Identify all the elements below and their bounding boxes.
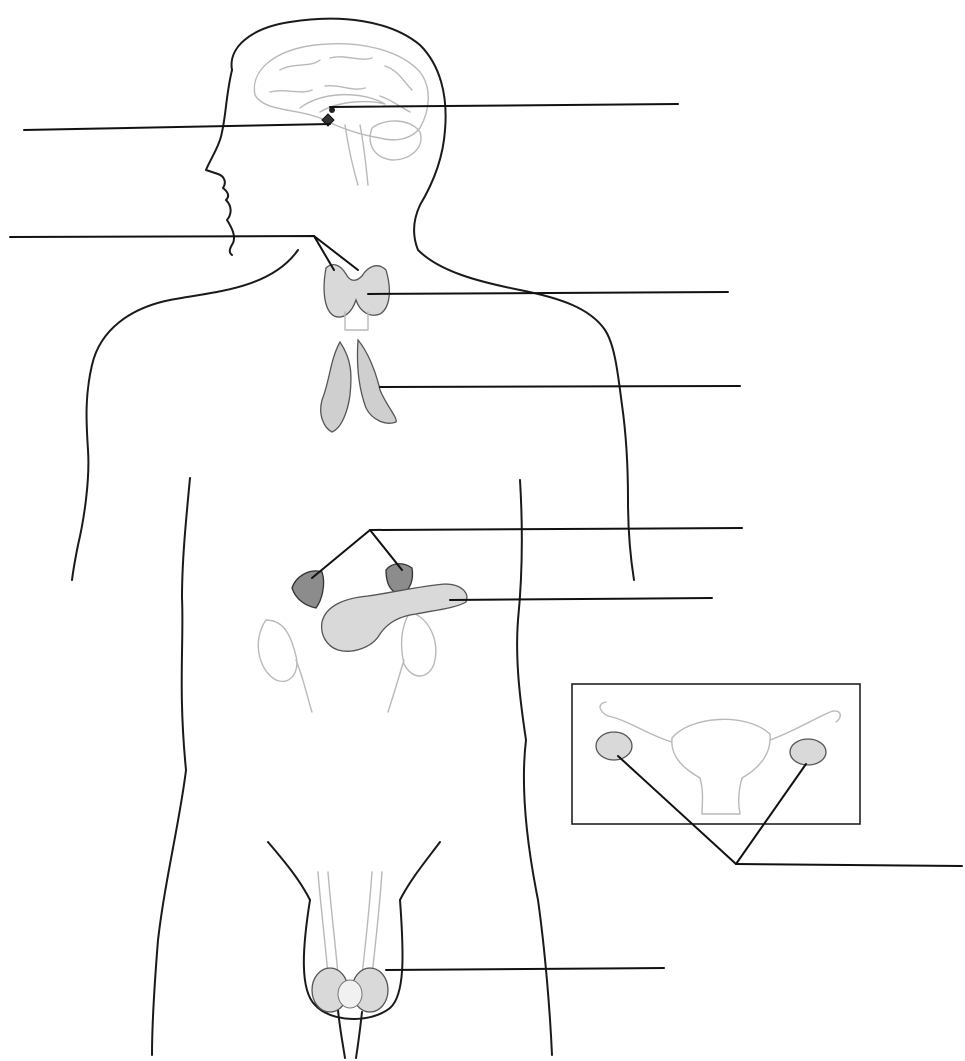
ovary-inset: [572, 684, 860, 824]
trachea: [345, 312, 368, 330]
leader-adrenal: [370, 528, 742, 530]
uterus: [672, 719, 770, 814]
body-silhouette: [72, 19, 634, 1058]
leader-lines: [10, 104, 962, 970]
kidney-left: [258, 620, 297, 681]
ovary-right: [790, 739, 826, 765]
leader-pituitary: [24, 124, 330, 130]
leader-thyroid: [368, 292, 728, 294]
pancreas-group: [322, 584, 467, 651]
face-profile: [206, 70, 234, 255]
ureter-left: [296, 660, 312, 712]
leader-thymus: [380, 386, 740, 387]
adrenal-left: [292, 571, 324, 608]
leader-hypothalamus: [330, 104, 678, 107]
head-outline: [232, 19, 634, 580]
ovary-left: [596, 732, 632, 760]
leader-ovary-right: [736, 764, 806, 864]
brain-corpus-callosum: [300, 95, 385, 112]
groin-left: [268, 842, 310, 900]
thymus-right-lobe: [357, 340, 396, 423]
brain-stem: [345, 125, 368, 185]
groin-right: [400, 842, 440, 900]
thyroid-gland: [324, 265, 389, 317]
leader-pancreas: [450, 598, 712, 600]
pancreas: [322, 584, 467, 651]
leader-ovary-left: [618, 756, 736, 864]
spermatic-cord-left: [318, 872, 338, 975]
leader-ovaries: [736, 864, 962, 866]
ureter-right: [388, 660, 404, 712]
spermatic-cord-right: [362, 872, 382, 975]
leader-adrenal-right: [370, 530, 402, 570]
testes-group: [312, 872, 388, 1012]
thymus-left-lobe: [321, 342, 351, 432]
fallopian-tube-right: [770, 711, 840, 740]
thyroid-group: [324, 265, 389, 330]
brain: [254, 44, 428, 185]
penis-glans: [338, 980, 362, 1008]
kidney-right: [402, 612, 436, 676]
leader-testes: [386, 968, 664, 970]
left-torso-side: [152, 478, 190, 1055]
leader-adrenal-left: [312, 530, 370, 578]
